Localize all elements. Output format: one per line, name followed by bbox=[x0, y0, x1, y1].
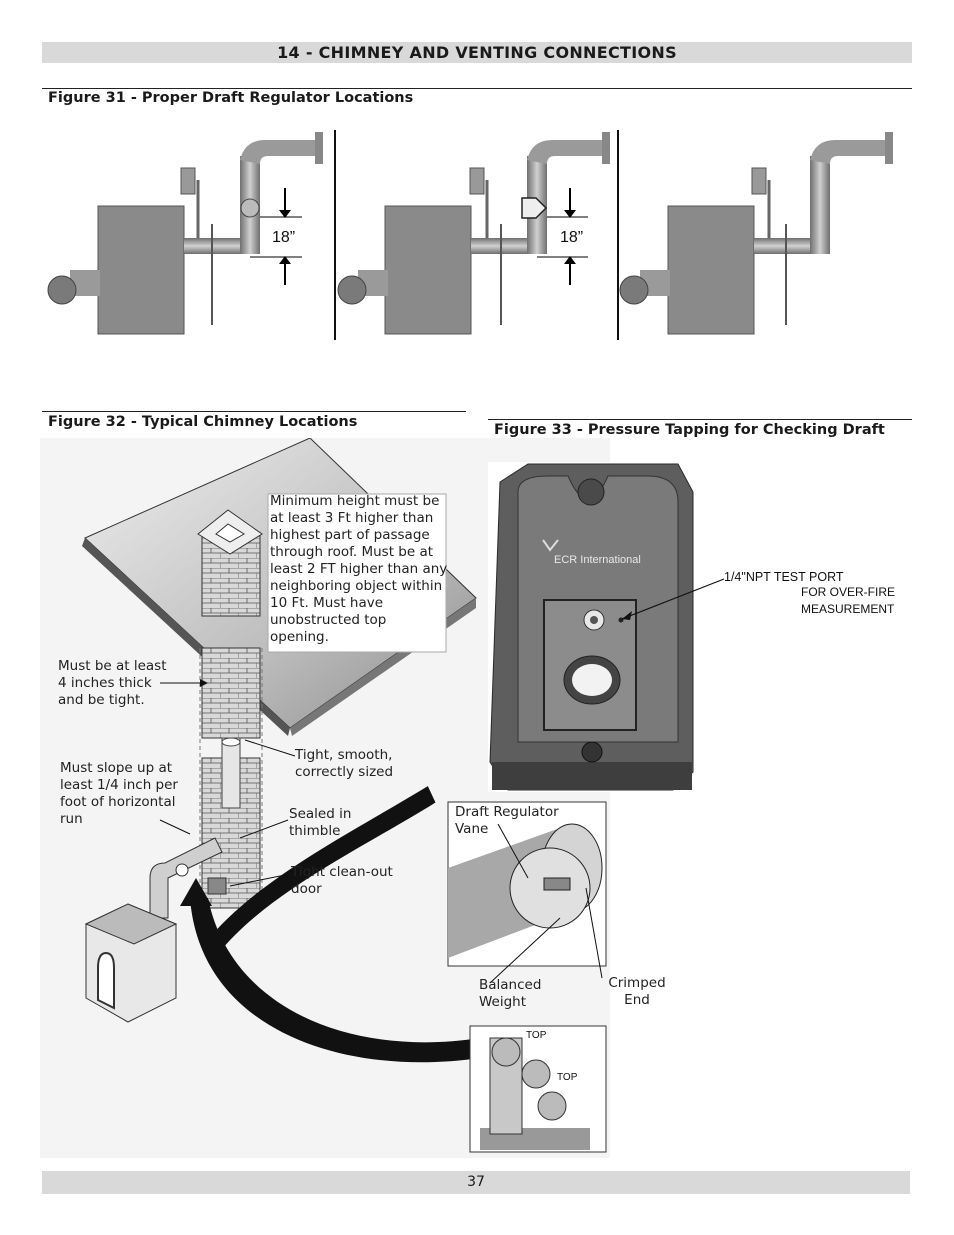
figure31-dim-label-1: 18” bbox=[272, 229, 295, 246]
section-header-bar bbox=[42, 42, 912, 63]
note-tight-smooth: Tight, smooth, correctly sized bbox=[295, 747, 394, 780]
figure31-dim-label-2: 18” bbox=[560, 229, 583, 246]
note-cleanout-door: Tight clean-out door bbox=[291, 864, 393, 897]
page-number: 37 bbox=[467, 1174, 485, 1190]
figure31-panel-2: 18” bbox=[337, 132, 610, 335]
note-roof-height: Minimum height must be at least 3 Ft hig… bbox=[270, 493, 448, 645]
brand-plate: ECR International bbox=[554, 554, 641, 566]
note-thickness: Must be at least 4 inches thick and be t… bbox=[58, 658, 167, 708]
test-port-label: 1/4"NPT TEST PORT bbox=[724, 570, 844, 584]
figure32-rule bbox=[42, 411, 466, 412]
footer-bar bbox=[42, 1171, 910, 1194]
tee-top-label-1: TOP bbox=[526, 1030, 547, 1041]
note-sealed-thimble: Sealed in thimble bbox=[289, 806, 352, 839]
note-crimped-end: Crimped End bbox=[608, 975, 666, 1008]
figure31-panel-3 bbox=[619, 132, 893, 335]
tee-top-label-2: TOP bbox=[557, 1072, 578, 1083]
figure31-rule bbox=[42, 88, 912, 89]
section-title: 14 - CHIMNEY AND VENTING CONNECTIONS bbox=[277, 43, 677, 62]
figure33-boiler-front-photo: ECR International bbox=[488, 462, 698, 792]
over-fire-label: FOR OVER-FIRE MEASUREMENT bbox=[801, 585, 896, 616]
note-regulator-vane: Draft Regulator Vane bbox=[455, 804, 559, 837]
figure31-caption: Figure 31 - Proper Draft Regulator Locat… bbox=[48, 90, 414, 106]
note-slope: Must slope up at least 1/4 inch per foot… bbox=[60, 760, 178, 827]
figure31-panel-1: 18” bbox=[47, 132, 323, 335]
figure32-caption: Figure 32 - Typical Chimney Locations bbox=[48, 414, 358, 430]
figure31-illustration: 18” 18” bbox=[47, 130, 893, 340]
test-port-leader bbox=[621, 578, 725, 620]
figure33-caption: Figure 33 - Pressure Tapping for Checkin… bbox=[494, 422, 885, 438]
figure33-rule bbox=[488, 419, 912, 420]
note-balanced-weight: Balanced Weight bbox=[479, 977, 542, 1010]
